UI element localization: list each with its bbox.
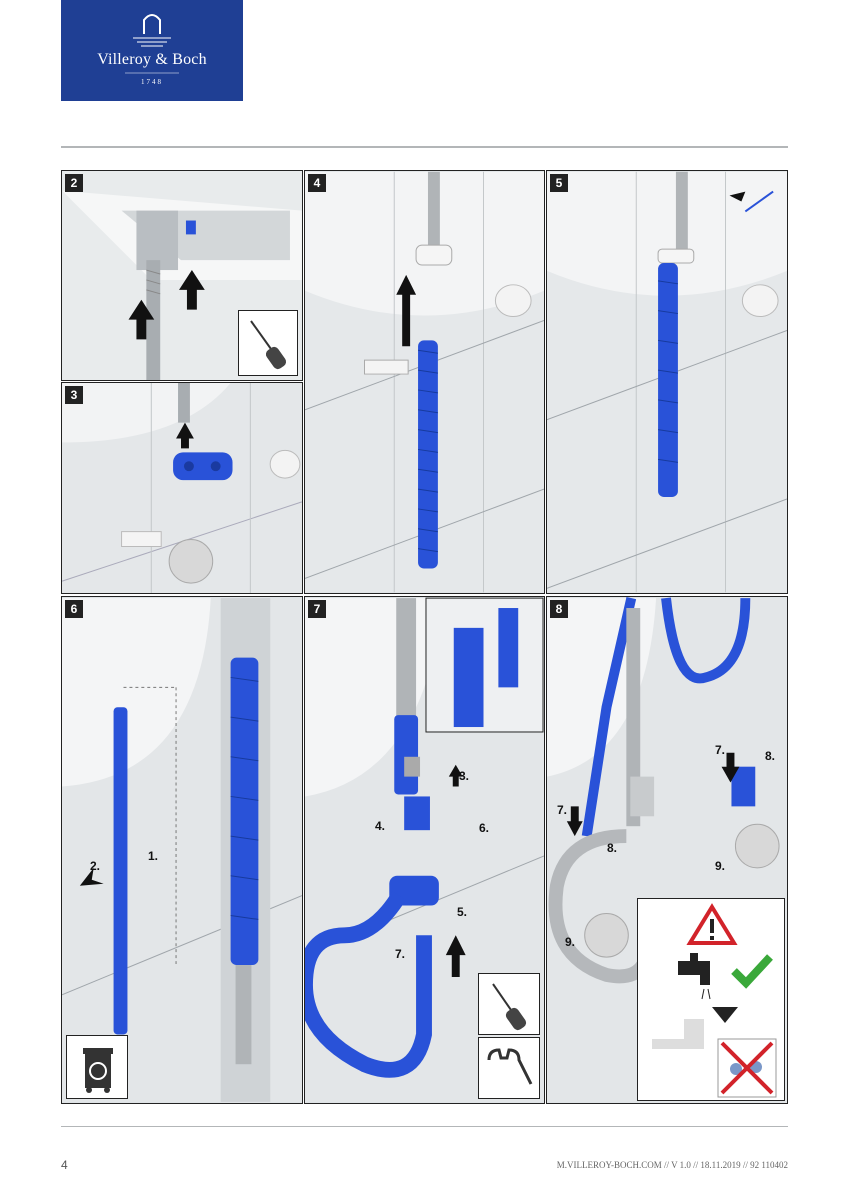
step-number: 3 — [65, 386, 83, 404]
no-dripping-icon — [717, 1038, 777, 1098]
step-label: 1. — [148, 849, 159, 863]
step-3-panel: 3 — [61, 382, 303, 594]
step-8-panel: 8 7. 8. 7. 8. 9. 9. — [546, 596, 788, 1104]
step-label: 5. — [457, 905, 468, 919]
step-label: 7. — [557, 803, 568, 817]
step-2-panel: 2 — [61, 170, 303, 381]
step-label: 8. — [765, 749, 776, 763]
step-number: 5 — [550, 174, 568, 192]
screwdriver-icon — [238, 310, 298, 376]
screwdriver-icon — [478, 973, 540, 1035]
brand-year: 1748 — [141, 78, 163, 86]
footer-divider — [61, 1126, 788, 1127]
wrench-icon — [478, 1037, 540, 1099]
step-number: 6 — [65, 600, 83, 618]
header-divider — [61, 146, 788, 148]
warning-box — [637, 898, 785, 1101]
step-label: 9. — [715, 859, 726, 873]
step-label: 7. — [395, 947, 406, 961]
footer-info: M.VILLEROY-BOCH.COM // V 1.0 // 18.11.20… — [556, 1160, 788, 1170]
step-4-panel: 4 — [304, 170, 545, 594]
step-label: 2. — [90, 859, 101, 873]
logo-crest-icon — [125, 14, 179, 74]
step-7-panel: 7 3. 4. 5. 6. 7. — [304, 596, 545, 1104]
step-label: 9. — [565, 935, 576, 949]
step-6-panel: 6 1. 2. — [61, 596, 303, 1104]
step-number: 2 — [65, 174, 83, 192]
step-label: 4. — [375, 819, 386, 833]
tap-icon — [678, 953, 711, 1000]
step-number: 4 — [308, 174, 326, 192]
step-5-panel: 5 — [546, 170, 788, 594]
recycle-bin-icon — [66, 1035, 128, 1099]
warning-icon — [686, 903, 738, 945]
step-label: 7. — [715, 743, 726, 757]
brand-logo: Villeroy & Boch 1748 — [61, 0, 243, 101]
page-number: 4 — [61, 1158, 68, 1172]
step-label: 6. — [479, 821, 490, 835]
step-label: 8. — [607, 841, 618, 855]
step-number: 8 — [550, 600, 568, 618]
step-number: 7 — [308, 600, 326, 618]
brand-name: Villeroy & Boch — [97, 51, 207, 68]
checkmark-icon — [731, 954, 773, 989]
step-label: 3. — [459, 769, 470, 783]
